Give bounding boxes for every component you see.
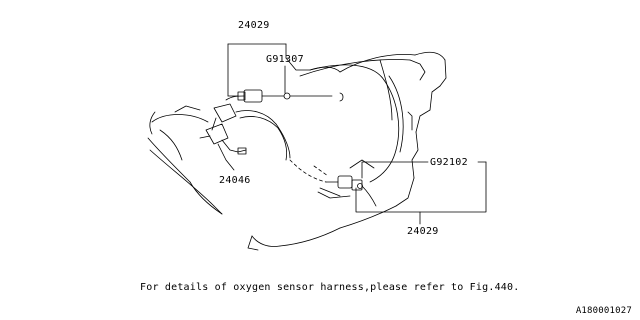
callout-g92102: G92102 [430,157,468,168]
harness-cable-upper [235,57,404,183]
lower-sensor-connector [317,159,377,207]
callout-24046: 24046 [219,175,251,186]
callout-bottom-24029: 24029 [407,226,439,237]
diagram-id: A180001027 [575,306,632,316]
footnote: For details of oxygen sensor harness,ple… [140,282,520,293]
engine-block-outline [147,105,223,215]
harness-dashed-route [289,159,327,183]
sensor-bracket-24046 [199,103,247,155]
callout-top-24029: 24029 [238,20,270,31]
callout-g91307: G91307 [266,54,304,65]
harness-dashed-route-2 [313,165,329,177]
transmission-outline [247,51,447,251]
callout-leaders [217,43,487,225]
upper-sensor-connector [225,89,344,103]
